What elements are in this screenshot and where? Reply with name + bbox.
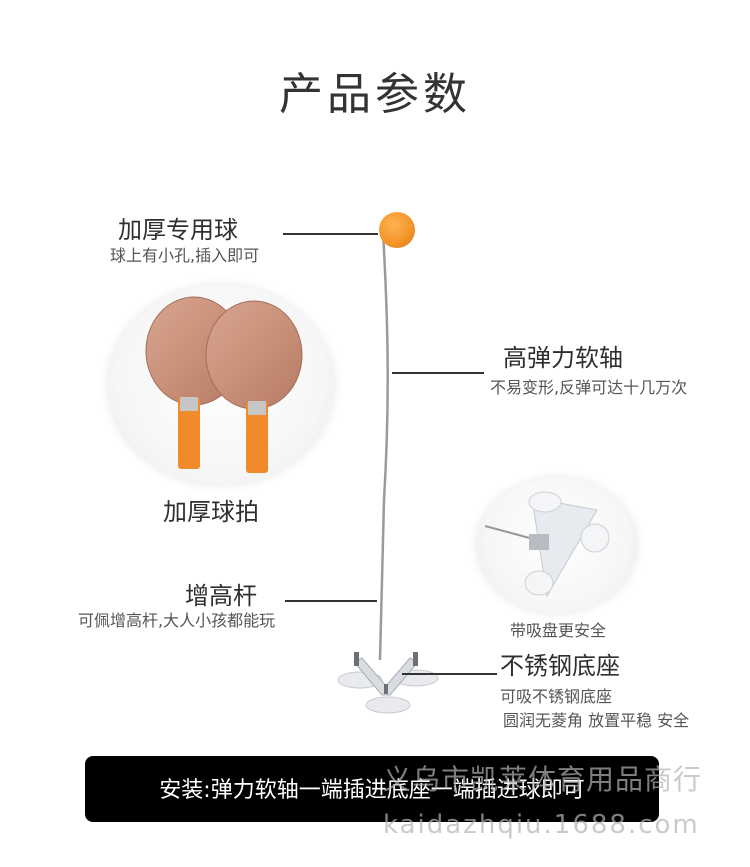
base-sub-2: 圆润无菱角 放置平稳 安全: [503, 711, 690, 730]
base-leader-line: [402, 673, 497, 675]
base-sub-1: 可吸不锈钢底座: [500, 687, 613, 706]
watermark-site: kaidazhqiu.1688.com: [383, 810, 700, 840]
elastic-shaft: [378, 231, 389, 661]
shaft-sub: 不易变形,反弹可达十几万次: [490, 378, 688, 397]
watermark-company: 义乌市凯莱体育用品商行: [383, 763, 703, 796]
suction-cup-icon: [484, 491, 610, 598]
page-title: 产品参数: [279, 69, 471, 120]
product-illustration: [337, 231, 439, 714]
stainless-base: [337, 652, 439, 714]
pole-sub: 可佩增高杆,大人小孩都能玩: [78, 611, 276, 630]
base-label: 不锈钢底座: [500, 652, 620, 680]
install-note: 安装:弹力软轴一端插进底座一端插进球即可: [159, 778, 585, 803]
suction-label: 带吸盘更安全: [510, 621, 607, 640]
suction-circle: [477, 478, 637, 613]
paddle-label: 加厚球拍: [163, 498, 259, 526]
paddle-circle: [108, 285, 334, 485]
ball-icon: [379, 212, 415, 248]
pole-leader-line: [285, 600, 377, 602]
paddle-icon: [145, 296, 303, 473]
ball-label: 加厚专用球: [118, 216, 238, 244]
pole-label: 增高杆: [185, 582, 257, 610]
ball-leader-line: [283, 233, 378, 235]
shaft-leader-line: [392, 372, 484, 374]
shaft-label: 高弹力软轴: [503, 344, 623, 372]
ball-sub: 球上有小孔,插入即可: [110, 246, 260, 265]
install-note-bar: [85, 756, 659, 822]
